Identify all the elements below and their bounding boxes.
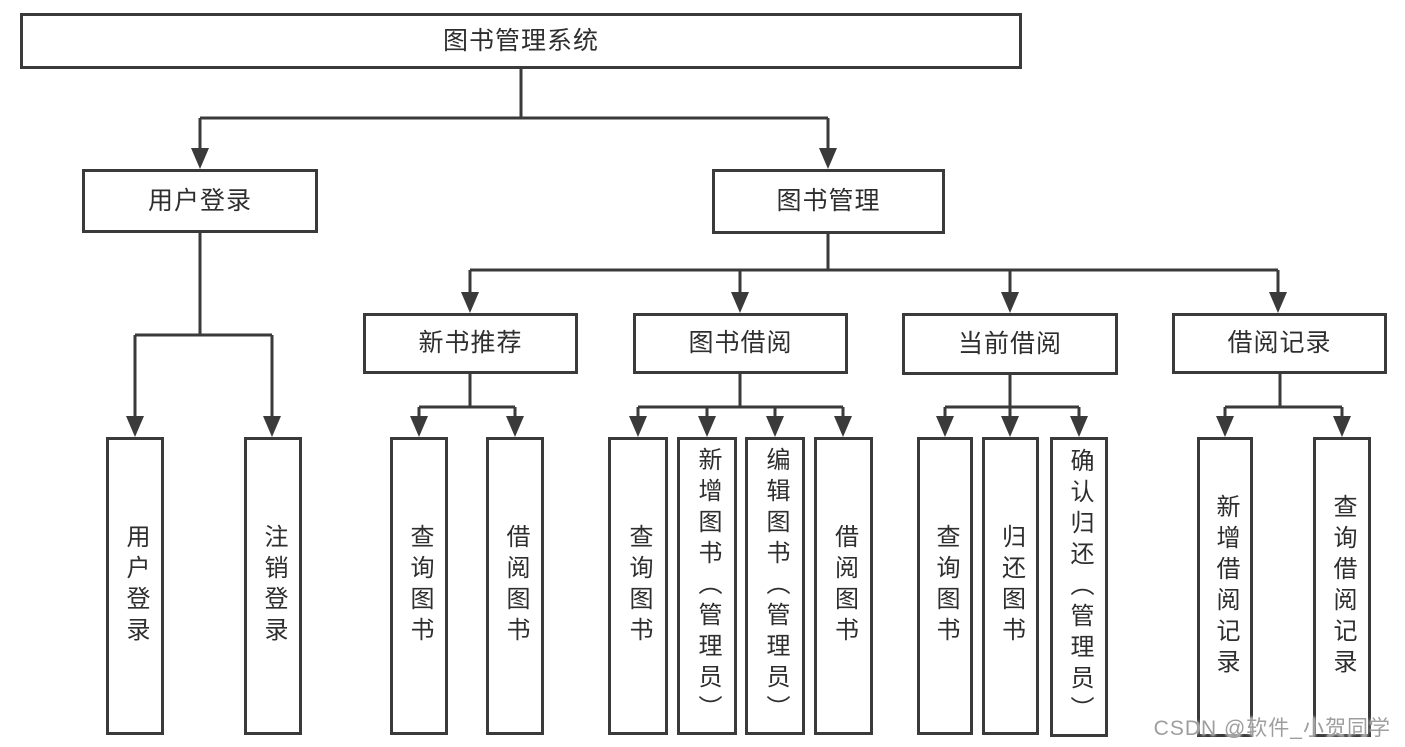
- watermark-text: CSDN @软件_小贺同学: [1153, 717, 1391, 740]
- leaf-nbr-borrow-books: 借阅图书: [486, 437, 544, 735]
- leaf-bb-borrow-books: 借阅图书: [814, 437, 873, 735]
- node-user-login: 用户登录: [82, 169, 318, 233]
- leaf-bb-add-books-admin: 新增图书（管理员）: [677, 437, 737, 735]
- node-library-system: 图书管理系统: [20, 13, 1022, 69]
- leaf-cb-return-books: 归还图书: [982, 437, 1039, 735]
- leaf-bb-edit-books-admin: 编辑图书（管理员）: [745, 437, 805, 735]
- leaf-nbr-query-books: 查询图书: [390, 437, 448, 735]
- node-current-borrow: 当前借阅: [902, 313, 1118, 375]
- node-book-borrow: 图书借阅: [633, 313, 848, 374]
- leaf-cb-query-books: 查询图书: [917, 437, 973, 735]
- node-borrow-record: 借阅记录: [1172, 313, 1387, 374]
- leaf-user-login: 用户登录: [106, 437, 164, 735]
- node-book-management: 图书管理: [712, 169, 945, 234]
- node-new-book-recommend: 新书推荐: [363, 313, 578, 374]
- leaf-logout: 注销登录: [244, 437, 302, 735]
- leaf-bb-query-books: 查询图书: [608, 437, 668, 735]
- leaf-cb-confirm-return-admin: 确认归还（管理员）: [1050, 437, 1108, 737]
- leaf-br-query-record: 查询借阅记录: [1313, 437, 1371, 737]
- leaf-br-add-record: 新增借阅记录: [1197, 437, 1253, 737]
